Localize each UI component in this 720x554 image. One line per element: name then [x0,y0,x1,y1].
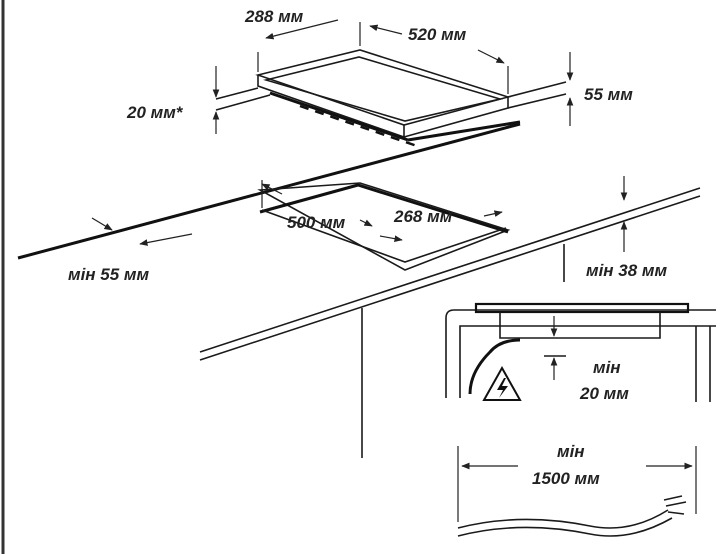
label-hob-width: 520 мм [408,25,467,44]
cutout-drawing [257,182,511,271]
label-min-worktop-thickness: мін 38 мм [586,261,667,280]
worktop-drawing [17,122,701,458]
label-cutout-depth: 268 мм [393,207,453,226]
label-min-bottom-clearance-1: мін [593,358,621,377]
hob-drawing [255,49,521,149]
label-min-front-distance: мін 55 мм [68,265,149,284]
label-min-bottom-clearance-2: 20 мм [579,384,629,403]
cable-drawing [457,446,697,537]
label-min-cable-length-1: мін [557,442,585,461]
label-cutout-width: 500 мм [287,213,346,232]
section-detail [445,302,716,402]
label-min-cable-length-2: 1500 мм [532,469,600,488]
label-hob-height: 55 мм [584,85,633,104]
label-hob-clearance: 20 мм* [126,103,184,122]
label-hob-depth: 288 мм [244,7,304,26]
electrical-hazard-icon [482,365,522,401]
